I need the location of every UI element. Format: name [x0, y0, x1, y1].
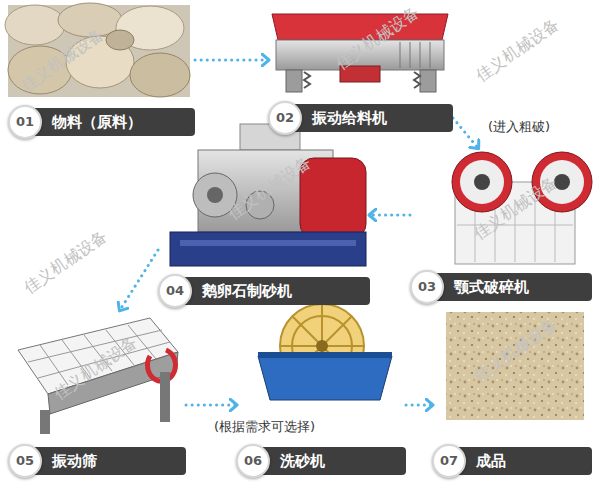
step-number: 07: [432, 444, 466, 478]
step-pill: 04鹅卵石制砂机: [158, 274, 370, 308]
step-number: 03: [410, 270, 444, 304]
step-pill: 02振动给料机: [268, 101, 453, 135]
flow-arrow: [453, 118, 478, 148]
jaw-crusher: [452, 152, 592, 264]
step-pill: 06洗砂机: [236, 444, 406, 478]
step-number: 04: [158, 274, 192, 308]
watermark: 佳义机械设备: [18, 24, 109, 96]
edge-note: (进入粗破): [486, 118, 552, 136]
finished-sand-photo: [446, 312, 584, 420]
process-step: 07成品: [432, 310, 592, 478]
process-step: 05振动筛: [8, 310, 186, 478]
step-name: 振动筛: [28, 447, 186, 475]
watermark: 佳义机械设备: [21, 226, 112, 298]
flow-arrow: [120, 250, 158, 310]
sand-washer: [258, 304, 392, 400]
step-name: 物料（原料）: [28, 108, 195, 136]
step-name: 成品: [452, 447, 592, 475]
flow-arrow: [406, 404, 432, 407]
watermark: 佳义机械设备: [471, 172, 562, 244]
watermark: 佳义机械设备: [471, 314, 562, 386]
flow-arrow: [195, 59, 268, 62]
step-pill: 03颚式破碎机: [410, 270, 592, 304]
flow-arrow: [186, 404, 236, 407]
roll-sand-maker: [170, 124, 366, 266]
step-name: 洗砂机: [256, 447, 406, 475]
raw-stone-photo: [5, 3, 190, 97]
step-number: 01: [8, 105, 42, 139]
step-number: 05: [8, 444, 42, 478]
step-name: 颚式破碎机: [430, 273, 592, 301]
step-number: 06: [236, 444, 270, 478]
process-step: 06洗砂机: [236, 305, 406, 478]
step-pill: 07成品: [432, 444, 592, 478]
vibrating-screen: [18, 318, 178, 434]
process-step: 04鹅卵石制砂机: [158, 118, 370, 308]
step-name: 振动给料机: [288, 104, 453, 132]
watermark: 佳义机械设备: [225, 152, 316, 224]
watermark: 佳义机械设备: [333, 2, 424, 74]
step-number: 02: [268, 101, 302, 135]
step-name: 鹅卵石制砂机: [178, 277, 370, 305]
watermark: 佳义机械设备: [51, 332, 142, 404]
edge-note: (根据需求可选择): [212, 418, 317, 436]
watermark: 佳义机械设备: [473, 14, 564, 86]
step-pill: 05振动筛: [8, 444, 186, 478]
process-step: 02振动给料机: [268, 5, 453, 135]
flow-arrow: [370, 214, 410, 217]
step-pill: 01物料（原料）: [8, 105, 195, 139]
